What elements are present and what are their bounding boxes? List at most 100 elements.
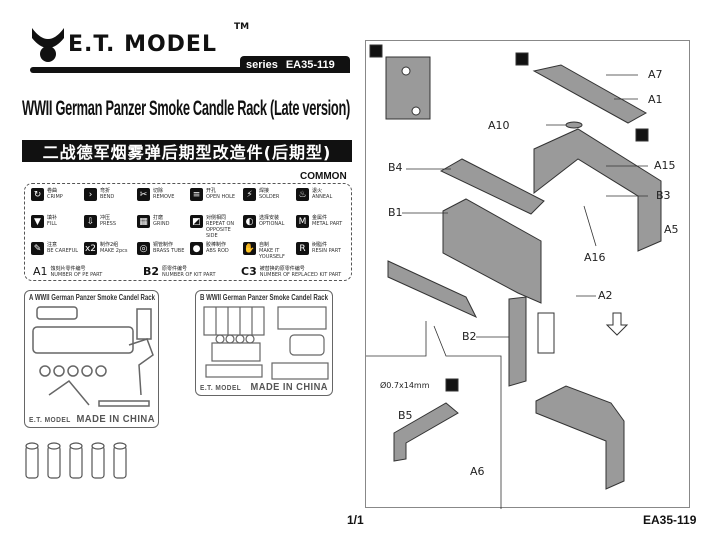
brass-tube-icon: ◎ (137, 242, 150, 255)
pe-fret-a: A WWII German Panzer Smoke Candel Rack E… (24, 290, 159, 428)
fret-title: WWII German Panzer Smoke Candel Rack (34, 293, 155, 302)
legend-en: REMOVE (153, 194, 175, 200)
part-label-a10: A10 (488, 119, 510, 132)
page-title: WWII German Panzer Smoke Candle Rack (La… (22, 97, 350, 120)
legend-cn: 冲压 (100, 215, 111, 221)
legend-en: MAKE IT YOURSELF (259, 248, 285, 260)
fret-maker: E.T. MODEL (200, 385, 242, 392)
numbering-en: NUMBER OF REPLACED KIT PART (259, 272, 342, 278)
legend-cn: 弯折 (100, 188, 111, 194)
fill-icon: ▼ (31, 215, 44, 228)
part-label-a1: A1 (648, 93, 663, 106)
legend-cn: 树脂件 (312, 242, 328, 248)
numbering-en: NUMBER OF PE PART (50, 272, 103, 278)
open-hole-icon: ≡ (190, 188, 203, 201)
legend-en: FILL (47, 221, 57, 227)
legend-cn: 开孔 (206, 188, 217, 194)
part-label-a16: A16 (584, 251, 606, 264)
part-label-a15: A15 (654, 159, 676, 172)
crimp-icon: ↻ (31, 188, 44, 201)
legend-en: CRIMP (47, 194, 63, 200)
numbering-en: NUMBER OF KIT PART (162, 272, 216, 278)
brand-logo-icon (32, 28, 64, 62)
part-label-b2: B2 (462, 330, 477, 343)
legend-en: BRASS TUBE (153, 248, 185, 254)
part-label-a2: A2 (598, 289, 613, 302)
pe-fret-b: B WWII German Panzer Smoke Candel Rack E… (195, 290, 333, 396)
press-icon: ⇩ (84, 215, 97, 228)
assembly-diagram-panel: A7 A1 A10 A15 B4 B3 B1 A5 A16 A2 B2 B5 A… (365, 40, 690, 509)
header-bar (30, 67, 350, 73)
legend-cn: 焊接 (259, 188, 270, 194)
legend-cn: 退火 (312, 188, 323, 194)
optional-icon: ◐ (243, 215, 256, 228)
legend-en: BE CAREFUL (47, 248, 79, 254)
fret-a-parts (32, 306, 154, 407)
series-label: series (246, 58, 278, 71)
assembly-drawing (366, 44, 662, 509)
legend-cn: 打磨 (153, 215, 164, 221)
remove-icon: ✂ (137, 188, 150, 201)
legend-cn: 制作2组 (100, 242, 119, 248)
legend-cn: 卷曲 (47, 188, 58, 194)
numbering-cn: 被替换的原零件编号 (259, 266, 305, 272)
part-label-b4: B4 (388, 161, 403, 174)
part-label-a7: A7 (648, 68, 663, 81)
part-code-sample: B2 (143, 265, 160, 278)
page-number: 1/1 (347, 513, 364, 527)
legend-cn: 注意 (47, 242, 58, 248)
legend-en: ANNEAL (312, 194, 333, 200)
legend-en: SOLDER (259, 194, 280, 200)
legend-en: GRIND (153, 221, 170, 227)
fret-title: WWII German Panzer Smoke Candel Rack (206, 293, 328, 302)
legend-en: MAKE 2pcs (100, 248, 128, 254)
series-box: series EA35-119 (240, 56, 350, 73)
legend-en: OPTIONAL (259, 221, 285, 227)
part-label-a6: A6 (470, 465, 485, 478)
section-label: COMMON (300, 171, 347, 182)
part-label-b1: B1 (388, 206, 403, 219)
legend-cn: 自制 (259, 242, 270, 248)
numbering-cn: 原零件编号 (162, 266, 188, 272)
part-code-sample: A1 (33, 265, 48, 278)
legend-cn: 切除 (153, 188, 164, 194)
product-code: EA35-119 (285, 58, 335, 71)
part-code-sample: C3 (241, 265, 257, 278)
abs-rod-icon: ● (190, 242, 203, 255)
numbering-cn: 蚀刻片零件编号 (50, 266, 86, 272)
legend-cn: 对侧相同 (206, 215, 227, 221)
legend-en: BEND (100, 194, 115, 200)
legend-cn: 铜管制作 (153, 242, 174, 248)
solder-icon: ⚡ (243, 188, 256, 201)
legend-cn: 胶棒制作 (206, 242, 227, 248)
fret-made-in: MADE IN CHINA (76, 414, 155, 425)
be-careful-icon: ✎ (31, 242, 44, 255)
fret-maker: E.T. MODEL (29, 417, 71, 424)
bend-icon: › (84, 188, 97, 201)
grind-icon: ▦ (137, 215, 150, 228)
legend-cn: 填补 (47, 215, 58, 221)
brand-name: E.T. MODEL (68, 32, 217, 57)
fret-made-in: MADE IN CHINA (250, 382, 328, 393)
legend-en: RESIN PART (312, 248, 341, 254)
legend-en: REPEAT ON OPPOSITE SIDE (206, 221, 235, 239)
metal-part-icon: M (296, 215, 309, 228)
legend-en: ABS ROD (206, 248, 229, 254)
